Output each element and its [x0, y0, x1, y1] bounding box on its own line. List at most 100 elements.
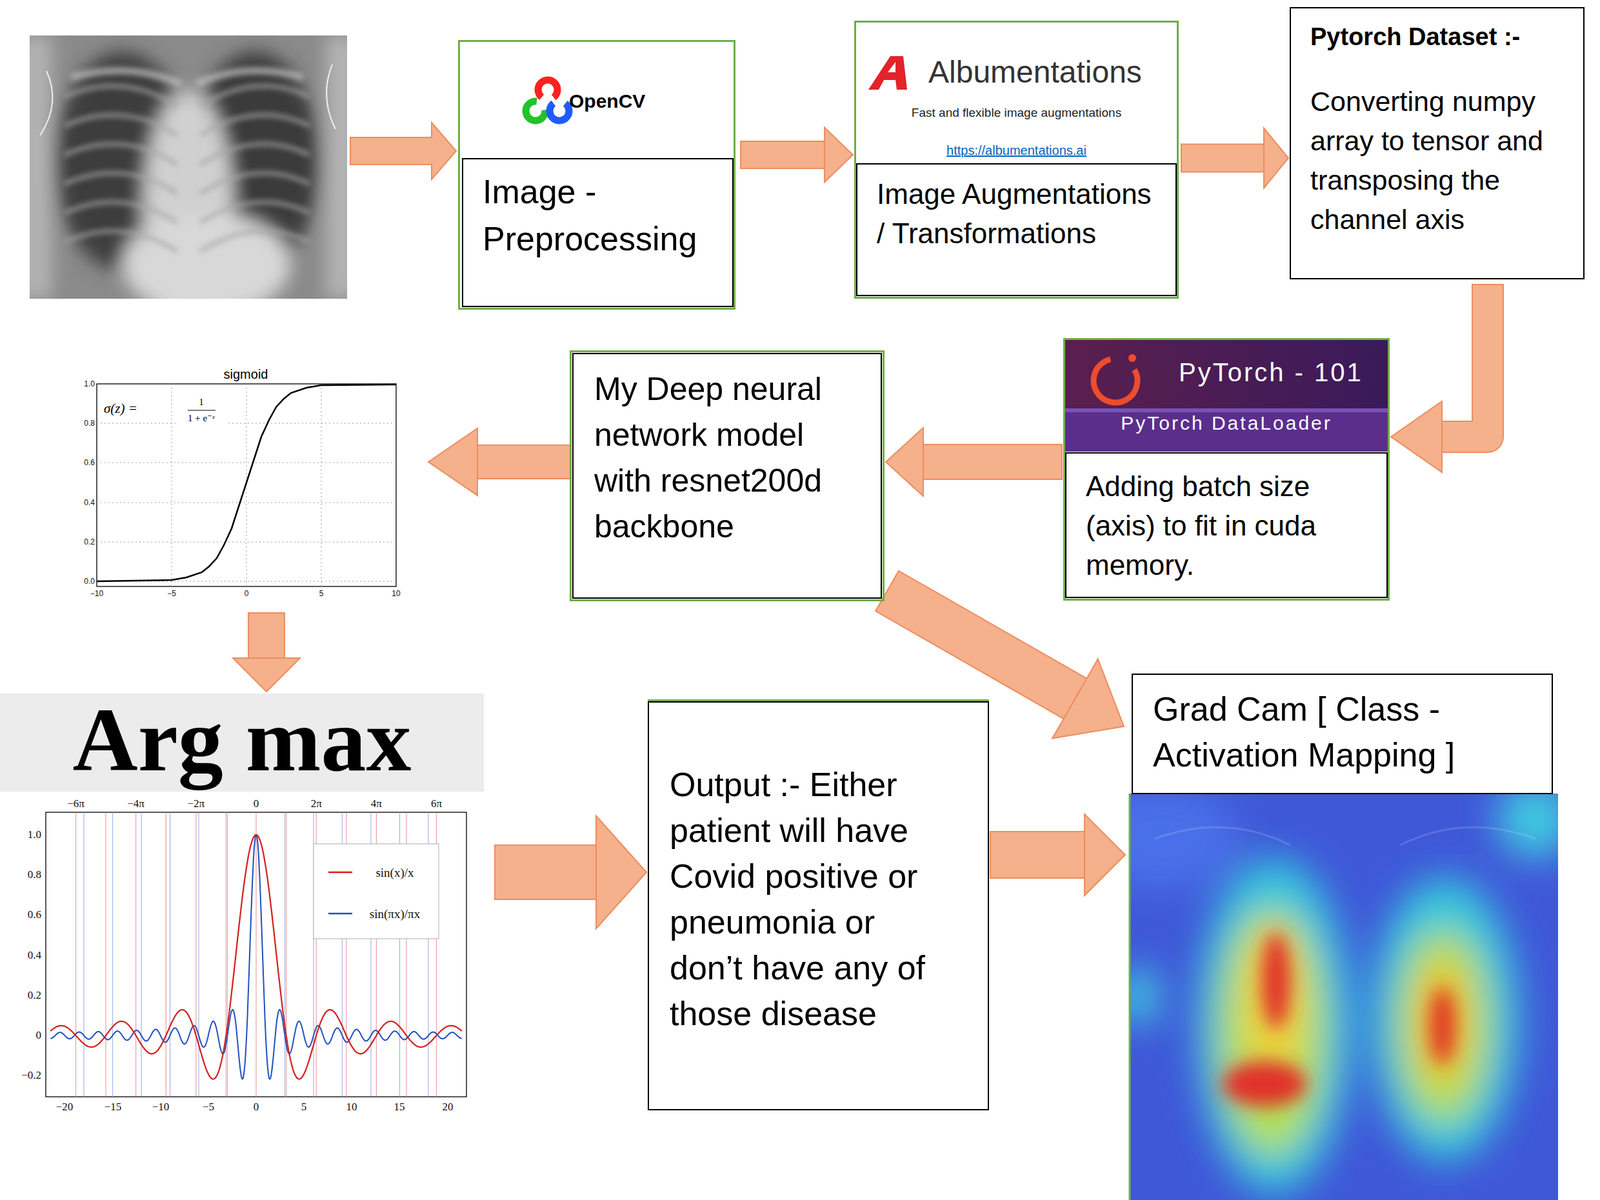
svg-path [64, 172, 178, 194]
flow-arrow [350, 122, 457, 180]
svg-line [494, 844, 496, 900]
legend-text: sin(πx)/πx [369, 906, 420, 922]
flow-arrow [232, 612, 300, 692]
svg-g [29, 35, 348, 299]
tick-label: 0.6 [83, 458, 95, 468]
tick-label: −15 [104, 1100, 122, 1114]
svg-ellipse [122, 212, 291, 299]
chart-panel: sigmoidσ(z) =11 + e⁻ᶻ [79, 367, 428, 612]
svg-line [165, 812, 167, 1097]
svg-line [96, 541, 397, 543]
tick-label: 0.2 [83, 537, 95, 547]
svg-circle [1128, 354, 1137, 362]
svg-polygon [232, 658, 300, 692]
banner-subtitle: PyTorch DataLoader [1065, 411, 1388, 435]
svg-polygon [868, 56, 908, 90]
svg-circle [534, 76, 562, 104]
svg-ellipse [1429, 987, 1456, 1065]
svg-rect [325, 35, 348, 299]
svg-polygon [1052, 658, 1124, 739]
tick-label: 0.2 [27, 989, 42, 1002]
svg-g [1129, 793, 1559, 1194]
flow-arrow [494, 816, 647, 930]
tick-label: 1.0 [27, 828, 42, 842]
svg-line [285, 812, 287, 1097]
svg-path [740, 140, 826, 170]
box-text: My Deep neural network model with resnet… [594, 366, 848, 550]
sigmoid-plot [96, 383, 397, 587]
svg-path [50, 834, 462, 1080]
svg-line [96, 502, 397, 504]
svg-polygon [885, 427, 924, 497]
svg-ellipse [1196, 858, 1352, 1194]
svg-line [1180, 143, 1182, 173]
tagline: Fast and flexible image augmentations [856, 105, 1177, 121]
tick-label: 0.4 [83, 498, 95, 508]
svg-line [140, 812, 142, 1097]
pytorch-banner [1065, 340, 1388, 452]
svg-line [105, 812, 106, 1097]
logo-panel: Image - Preprocessing OpenCV [458, 40, 736, 310]
heatmap [1129, 793, 1559, 1200]
process-box: Image - Preprocessing [461, 158, 734, 308]
svg-rect [1065, 340, 1388, 409]
logo-text: OpenCV [569, 89, 646, 113]
svg-path [40, 70, 53, 136]
tick-label: −2π [187, 797, 205, 811]
flow-arrow [990, 814, 1126, 896]
svg-path [50, 834, 462, 1080]
chart-panel: Arg max [0, 693, 484, 1116]
svg-line [1471, 283, 1504, 286]
svg-g [1222, 932, 1456, 1107]
tick-label: 0.8 [83, 418, 95, 428]
svg-path [740, 141, 826, 168]
svg-polygon [1390, 401, 1442, 473]
svg-path [64, 230, 178, 252]
formula: 1 [181, 396, 221, 408]
svg-polyline [96, 384, 397, 582]
tick-label: 15 [394, 1100, 406, 1114]
svg-line [75, 812, 77, 1097]
svg-path [494, 845, 598, 899]
svg-path [1440, 284, 1488, 437]
box-text: Grad Cam [ Class - Activation Mapping ] [1131, 673, 1553, 795]
svg-line [187, 409, 216, 411]
svg-ellipse [1129, 793, 1239, 891]
svg-path [990, 830, 1086, 879]
svg-line [195, 812, 197, 1097]
albumentations-logo [868, 56, 908, 90]
sinc-plot [0, 693, 484, 1097]
svg-line [255, 812, 257, 1097]
logo-text: Albumentations [928, 54, 1142, 90]
tick-label: 4π [370, 797, 382, 811]
svg-path [64, 143, 178, 165]
svg-line [247, 612, 286, 614]
svg-line [96, 423, 397, 424]
svg-polygon [1084, 814, 1126, 896]
tick-label: −10 [90, 589, 104, 599]
process-box: Pytorch Dataset :-Converting numpy array… [1289, 7, 1585, 280]
svg-ellipse [1129, 967, 1159, 1026]
logo-panel: Image Augmentations / TransformationsAlb… [854, 20, 1179, 299]
xray-image [29, 35, 348, 299]
svg-circle [1085, 350, 1146, 411]
tick-label: −4π [127, 797, 145, 811]
svg-path [247, 612, 286, 660]
svg-path [64, 114, 178, 136]
box-text: Output :- Either patient will have Covid… [669, 761, 948, 1037]
tick-label: 10 [346, 1100, 358, 1114]
svg-path [1181, 145, 1266, 172]
svg-path [64, 85, 178, 107]
svg-rect [1065, 408, 1388, 413]
svg-line [169, 812, 171, 1097]
svg-path [200, 172, 310, 194]
svg-ellipse [1496, 793, 1559, 859]
box-text: Adding batch size (axis) to fit in cuda … [1085, 466, 1364, 585]
formula: σ(z) = [103, 400, 138, 417]
svg-rect [313, 843, 439, 939]
tick-label: 0 [244, 589, 250, 599]
flow-arrow [1390, 284, 1504, 473]
svg-line [227, 812, 228, 1097]
svg-circle [545, 97, 573, 125]
